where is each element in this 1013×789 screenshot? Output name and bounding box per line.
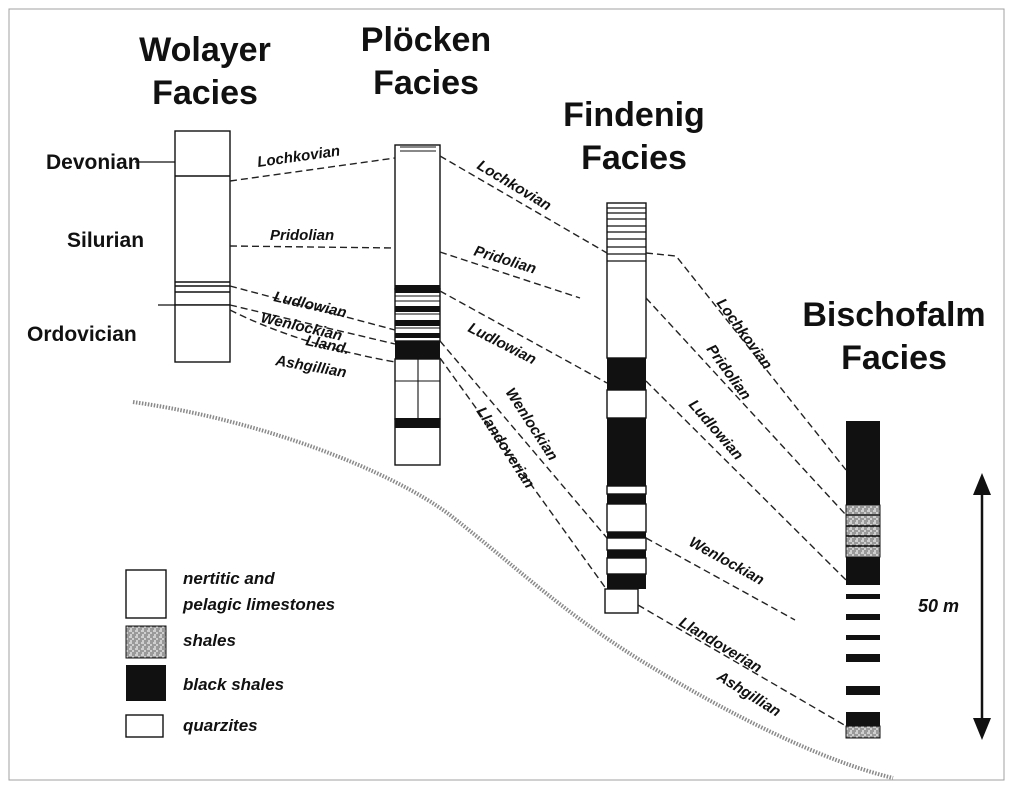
legend-swatch-black-shales: [126, 665, 166, 701]
label-ludlowian-fb: Ludlowian: [685, 396, 746, 463]
bischofalm-column: [846, 421, 880, 738]
legend-label-black-shales: black shales: [183, 675, 284, 694]
legend-swatch-limestone: [126, 570, 166, 618]
period-silurian: Silurian: [67, 229, 144, 252]
findenig-title-facies: Facies: [581, 139, 687, 177]
label-lland-wp: Lland.: [304, 332, 351, 358]
scale-bar: 50 m: [918, 473, 991, 740]
scale-arrow-up-icon: [973, 473, 991, 495]
label-wenlockian-fb: Wenlockian: [686, 534, 767, 589]
stage-labels: Lochkovian Pridolian Ludlowian Wenlockia…: [256, 143, 783, 721]
bischofalm-title: Bischofalm: [802, 296, 985, 334]
wolayer-title-facies: Facies: [152, 74, 258, 112]
legend-label-limestone-2: pelagic limestones: [182, 595, 335, 614]
plocken-title-facies: Facies: [373, 64, 479, 102]
findenig-column: [605, 203, 646, 613]
label-llandoverian-fb: Llandoverian: [676, 614, 765, 677]
legend-label-quarzites: quarzites: [183, 716, 258, 735]
label-ashgillian-fb: Ashgillian: [713, 667, 784, 720]
label-ashgillian-wp: Ashgillian: [273, 352, 348, 381]
legend-swatch-shales: [126, 626, 166, 658]
scale-label: 50 m: [918, 596, 959, 616]
wolayer-title: Wolayer: [139, 31, 271, 69]
plocken-title: Plöcken: [361, 21, 491, 59]
legend-label-shales: shales: [183, 631, 236, 650]
wolayer-column: [175, 131, 230, 362]
scale-arrow-down-icon: [973, 718, 991, 740]
period-devonian: Devonian: [46, 151, 141, 174]
bischofalm-title-facies: Facies: [841, 339, 947, 377]
label-pridolian-pf: Pridolian: [472, 243, 538, 278]
legend-swatch-quarzites: [126, 715, 163, 737]
plocken-column: [395, 145, 440, 465]
label-pridolian-wp: Pridolian: [270, 227, 334, 244]
label-lochkovian-pf: Lochkovian: [474, 157, 554, 215]
legend-label-limestone-1: nertitic and: [183, 569, 275, 588]
label-ludlowian-pf: Ludlowian: [465, 319, 539, 368]
legend: nertitic and pelagic limestones shales b…: [126, 569, 335, 737]
findenig-title: Findenig: [563, 96, 705, 134]
period-ordovician: Ordovician: [27, 323, 137, 346]
